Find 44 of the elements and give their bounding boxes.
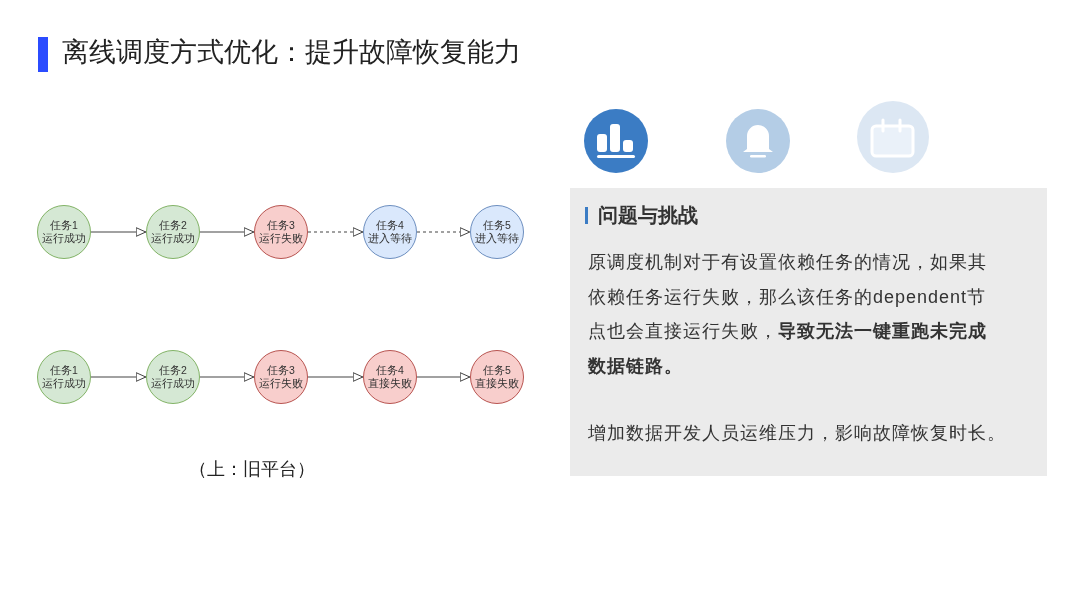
task-circle	[37, 205, 91, 259]
task-name: 任务5	[483, 219, 511, 232]
slide-title: 离线调度方式优化：提升故障恢复能力	[62, 36, 521, 69]
task-circle	[254, 205, 308, 259]
task-status: 运行失败	[259, 232, 303, 245]
arrow	[90, 372, 147, 382]
arrow	[199, 227, 255, 237]
task-status: 运行成功	[42, 232, 86, 245]
section-heading: 问题与挑战	[598, 203, 698, 228]
task-status: 运行失败	[259, 377, 303, 390]
task-status: 运行成功	[42, 377, 86, 390]
task-circle	[470, 205, 524, 259]
figure-caption: （上：旧平台）	[188, 458, 316, 481]
task-name: 任务4	[376, 219, 404, 232]
task-circle	[363, 350, 417, 404]
task-circle	[37, 350, 91, 404]
task-name: 任务2	[159, 219, 187, 232]
task-status: 进入等待	[475, 232, 519, 245]
task-name: 任务3	[267, 219, 295, 232]
task-circle	[146, 205, 200, 259]
task-name: 任务1	[50, 364, 78, 377]
arrow	[416, 372, 471, 382]
paragraph: 增加数据开发人员运维压力，影响故障恢复时长。	[588, 422, 1007, 445]
paragraph: 原调度机制对于有设置依赖任务的情况，如果其依赖任务运行失败，那么该任务的dependent节点也会直接运行失败，导致无法一键重跑未完成数据链路。	[588, 251, 988, 378]
task-status: 直接失败	[475, 377, 519, 390]
arrow	[199, 372, 255, 382]
info-panel	[570, 188, 1047, 476]
arrow	[307, 372, 364, 382]
task-status: 直接失败	[368, 377, 412, 390]
task-circle	[470, 350, 524, 404]
dashed-arrow	[307, 227, 364, 237]
task-name: 任务2	[159, 364, 187, 377]
task-status: 运行成功	[151, 377, 195, 390]
task-status: 进入等待	[368, 232, 412, 245]
task-name: 任务1	[50, 219, 78, 232]
task-name: 任务4	[376, 364, 404, 377]
arrow	[90, 227, 147, 237]
task-circle	[146, 350, 200, 404]
dashed-arrow	[416, 227, 471, 237]
task-circle	[254, 350, 308, 404]
task-status: 运行成功	[151, 232, 195, 245]
task-name: 任务3	[267, 364, 295, 377]
task-name: 任务5	[483, 364, 511, 377]
task-circle	[363, 205, 417, 259]
